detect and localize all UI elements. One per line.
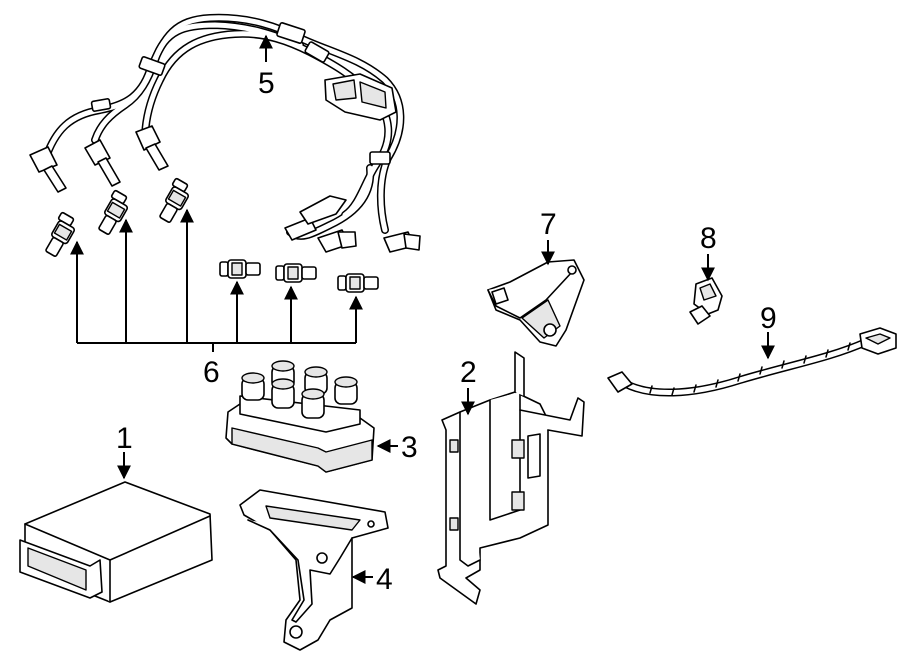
sensor-harness[interactable] <box>607 327 897 397</box>
spark-plug <box>159 177 190 223</box>
callout-8: 8 <box>700 222 717 255</box>
callout-1: 1 <box>116 422 133 455</box>
callout-3: 3 <box>401 431 418 464</box>
spark-plug <box>98 189 129 235</box>
spark-plug <box>219 259 261 279</box>
callout-9: 9 <box>760 302 777 335</box>
callout-5: 5 <box>258 67 275 100</box>
callout-7: 7 <box>540 208 557 241</box>
spark-plugs[interactable] <box>41 177 379 352</box>
spark-plug <box>275 263 317 283</box>
coil-bracket[interactable] <box>239 489 389 651</box>
sensor[interactable] <box>689 254 723 325</box>
sensor-bracket[interactable] <box>487 240 585 347</box>
spark-plug-wire-harness[interactable] <box>29 13 421 253</box>
engine-control-module[interactable] <box>19 452 213 603</box>
callout-6: 6 <box>203 356 220 389</box>
spark-plug <box>45 211 76 257</box>
ignition-coil[interactable] <box>225 360 398 473</box>
ecm-bracket[interactable] <box>437 351 585 605</box>
callout-4: 4 <box>376 563 393 596</box>
spark-plug <box>337 273 379 293</box>
callout-2: 2 <box>460 356 477 389</box>
